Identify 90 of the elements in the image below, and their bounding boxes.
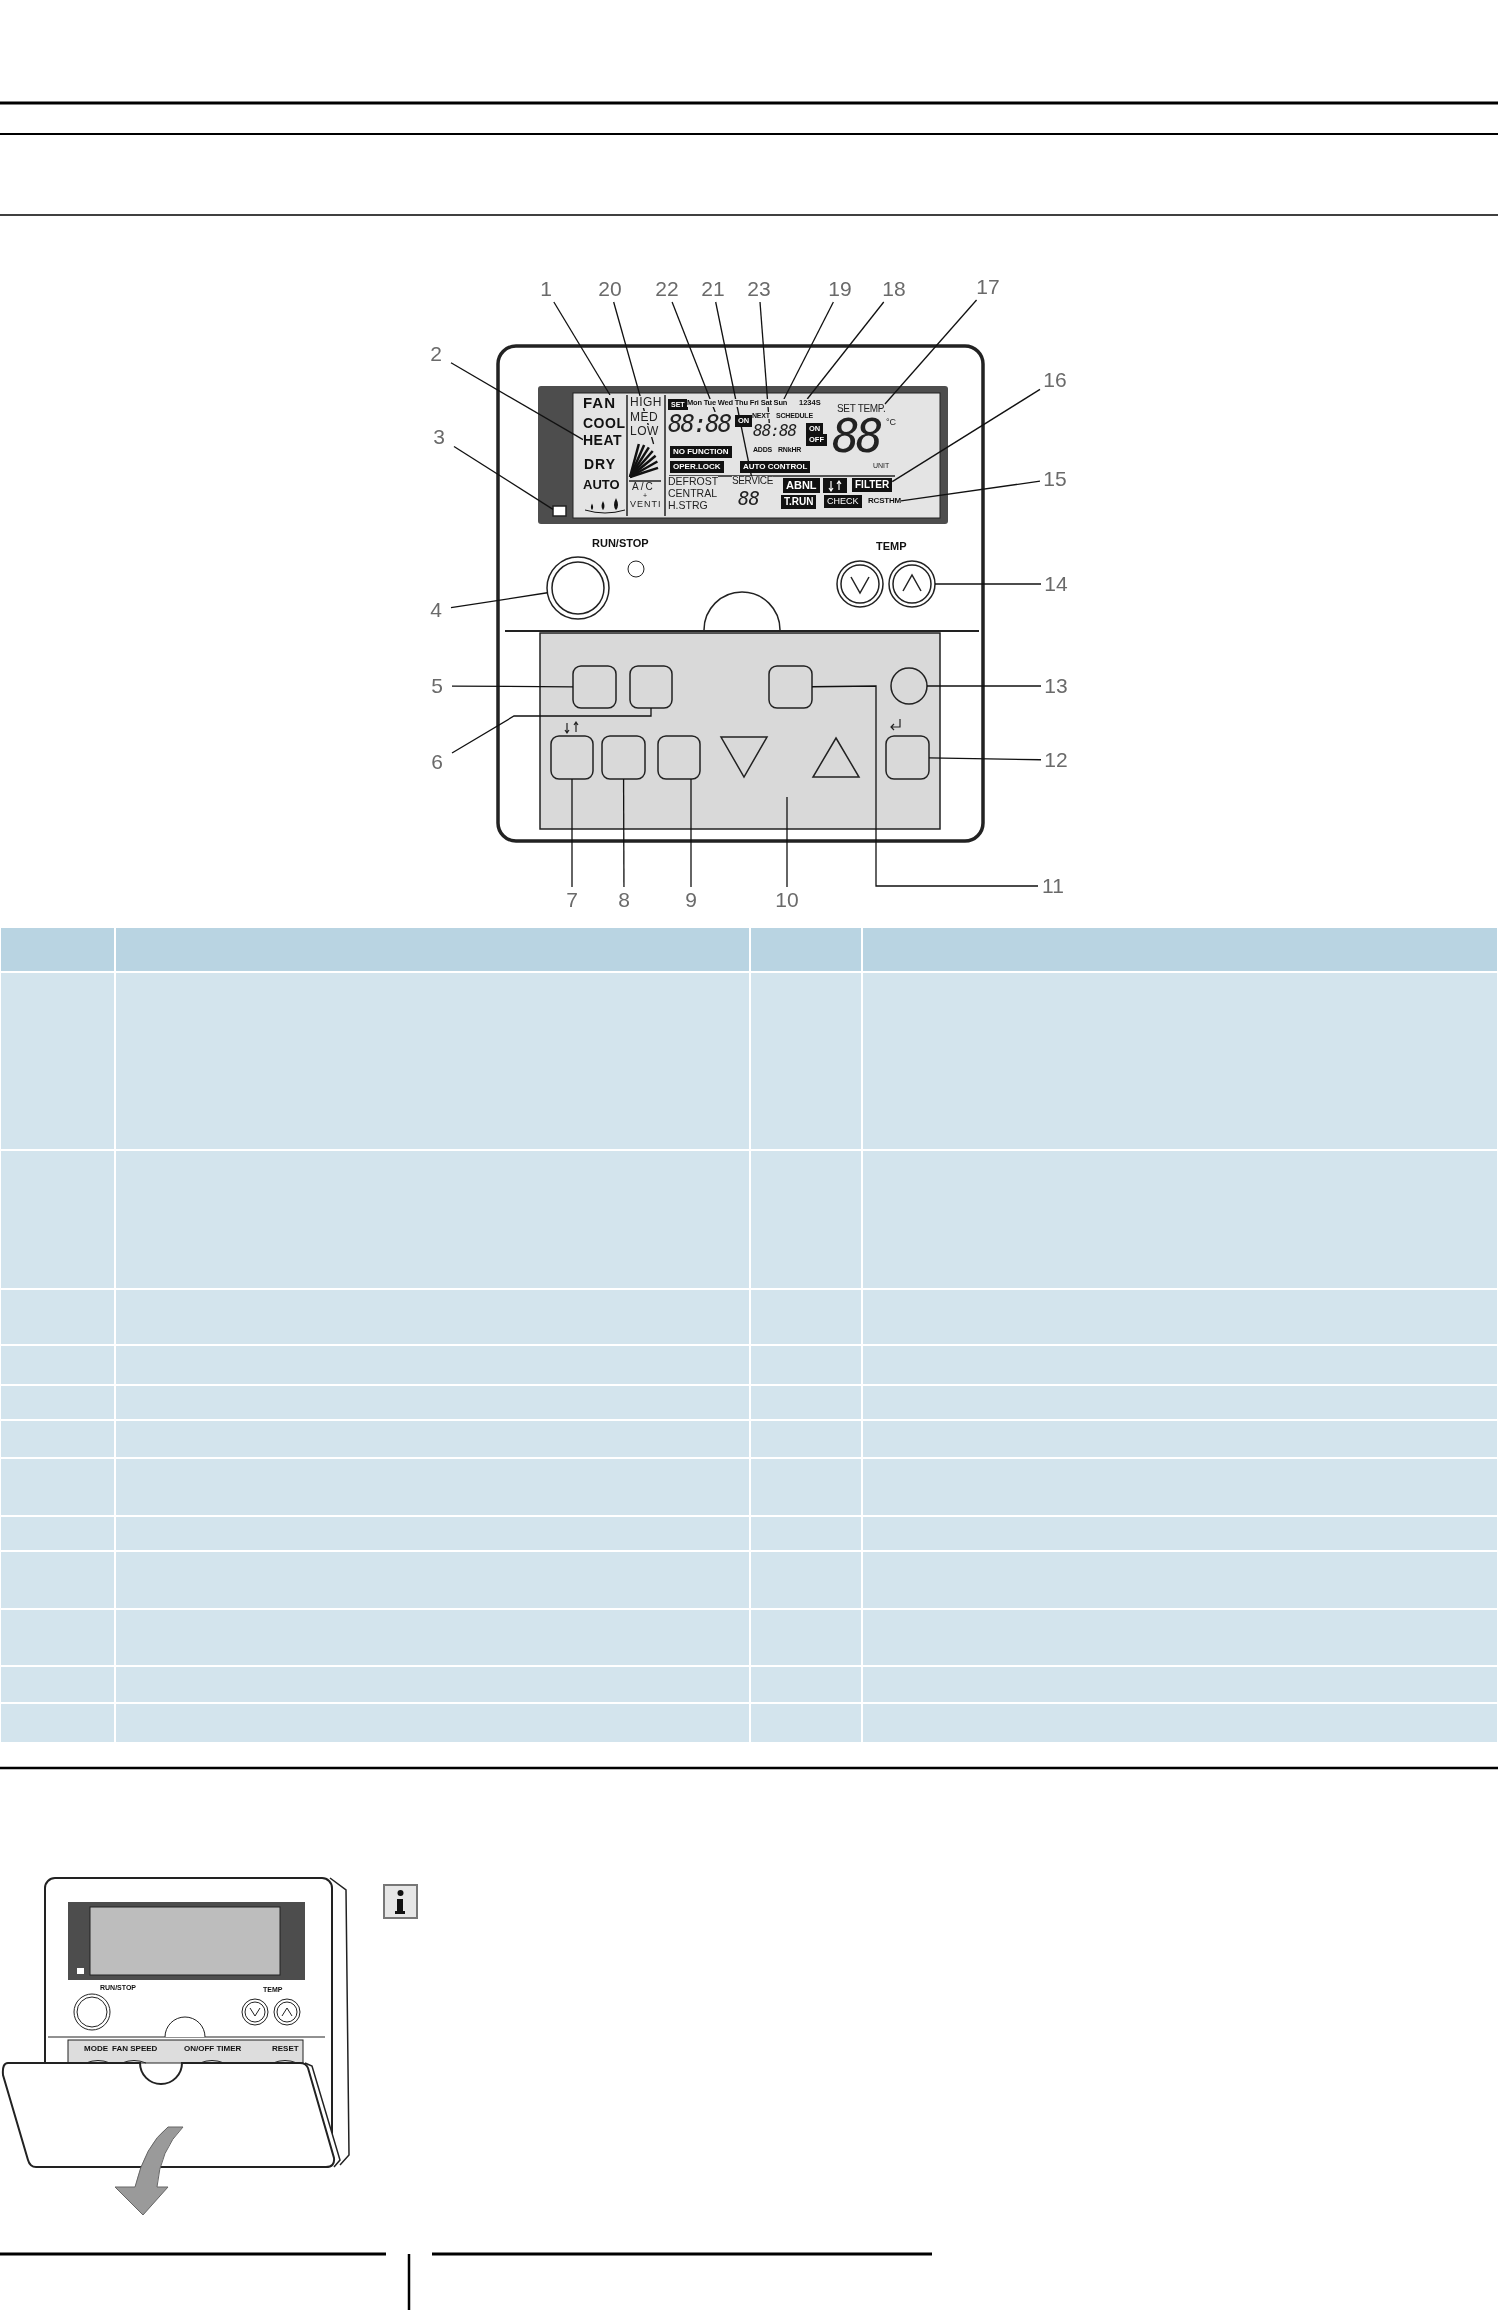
leader-line xyxy=(934,583,1042,585)
lcd-indicator-badge: T.RUN xyxy=(781,495,817,509)
callout-number: 9 xyxy=(676,887,706,913)
leader-line xyxy=(811,685,1039,887)
lcd-indicator-text: H.STRG xyxy=(668,500,708,511)
callout-number: 8 xyxy=(609,887,639,913)
lcd-indicator-text: FAN xyxy=(583,395,616,410)
lcd-indicator-text: RCSTHM xyxy=(868,497,902,505)
indicator-lamp xyxy=(552,505,567,517)
segment-digits: 88 xyxy=(738,489,759,508)
leader-line xyxy=(450,592,548,609)
callout-number: 2 xyxy=(421,341,451,367)
lcd-indicator-badge: NO FUNCTION xyxy=(670,446,732,458)
callout-number: 22 xyxy=(652,276,682,302)
square-button xyxy=(601,735,646,780)
up-button xyxy=(888,560,936,608)
leader-line xyxy=(622,778,625,888)
leader-line xyxy=(690,778,692,888)
callout-number: 15 xyxy=(1040,466,1070,492)
lcd-indicator-text: HIGH xyxy=(630,396,662,408)
callout-number: 11 xyxy=(1038,873,1068,899)
leader-line xyxy=(453,445,554,511)
leader-line xyxy=(783,301,835,400)
leader-line xyxy=(786,796,788,888)
lcd-indicator-text: AUTO xyxy=(583,478,620,491)
leader-line xyxy=(451,685,574,688)
lcd-indicator-text: DRY xyxy=(584,457,617,471)
callout-number: 5 xyxy=(422,673,452,699)
square-button xyxy=(550,735,594,780)
callout-number: 3 xyxy=(424,424,454,450)
callout-number: 12 xyxy=(1041,747,1071,773)
lcd-indicator-text: CENTRAL xyxy=(668,488,717,499)
callout-number: 1 xyxy=(531,276,561,302)
lcd-indicator-badge: ABNL xyxy=(783,478,820,493)
button-label: ON/OFF TIMER xyxy=(184,2045,242,2053)
leader-line xyxy=(806,301,885,400)
callout-number: 13 xyxy=(1041,673,1071,699)
lcd-indicator-text: SET TEMP. xyxy=(837,404,886,414)
callout-number: 21 xyxy=(698,276,728,302)
leader-line xyxy=(759,301,770,424)
leader-line xyxy=(571,778,573,888)
square-button xyxy=(629,665,673,709)
leader-line xyxy=(451,707,652,754)
callout-number: 16 xyxy=(1040,367,1070,393)
lcd-indicator-text: LOW xyxy=(630,425,659,437)
square-button xyxy=(572,665,617,709)
square-button xyxy=(768,665,813,709)
callout-number: 7 xyxy=(557,887,587,913)
leader-line xyxy=(926,685,1042,687)
callout-number: 23 xyxy=(744,276,774,302)
down-button xyxy=(836,560,884,608)
callout-number: 4 xyxy=(421,597,451,623)
callout-number: 20 xyxy=(595,276,625,302)
lcd-indicator-text: A/C xyxy=(632,482,655,492)
lcd-indicator-badge: OPER.LOCK xyxy=(670,461,724,473)
square-button xyxy=(885,735,930,780)
lcd-indicator-text: COOL xyxy=(583,416,626,430)
segment-digits: 88:88 xyxy=(753,423,797,439)
lcd-indicator-badge: FILTER xyxy=(852,478,893,492)
callout-number: 10 xyxy=(772,887,802,913)
square-button xyxy=(657,735,701,780)
lcd-indicator-text: MED xyxy=(630,411,659,423)
lcd-indicator-badge: CHECK xyxy=(824,495,862,508)
leader-line xyxy=(671,301,716,413)
lcd-indicator-badge: AUTO CONTROL xyxy=(740,461,811,473)
lcd-indicator-text: °C xyxy=(886,418,897,427)
button-label: RESET xyxy=(272,2045,299,2053)
leader-line xyxy=(900,480,1041,502)
lcd-indicator-text: SERVICE xyxy=(732,476,773,486)
lcd-indicator-text: VENTI xyxy=(630,500,662,509)
button-label: RUN/STOP xyxy=(592,538,649,549)
lcd-indicator-text: HEAT xyxy=(583,433,623,447)
callout-number: 19 xyxy=(825,276,855,302)
leader-line xyxy=(891,388,1041,483)
leader-line xyxy=(450,362,584,441)
callout-number: 17 xyxy=(973,274,1003,300)
round-button xyxy=(890,667,928,705)
fan-speed-icon xyxy=(628,443,659,479)
callout-number: 6 xyxy=(422,749,452,775)
callout-number: 18 xyxy=(879,276,909,302)
leader-line xyxy=(884,299,978,405)
callout-number: 14 xyxy=(1041,571,1071,597)
round-button xyxy=(546,556,610,620)
leader-line xyxy=(553,301,611,396)
button-label: FAN SPEED xyxy=(112,2045,158,2053)
leader-line xyxy=(715,301,753,477)
leader-line xyxy=(928,757,1042,761)
button-label: MODE xyxy=(84,2045,108,2053)
button-label: TEMP xyxy=(876,541,907,552)
lcd-indicator-text: DEFROST xyxy=(668,476,719,487)
